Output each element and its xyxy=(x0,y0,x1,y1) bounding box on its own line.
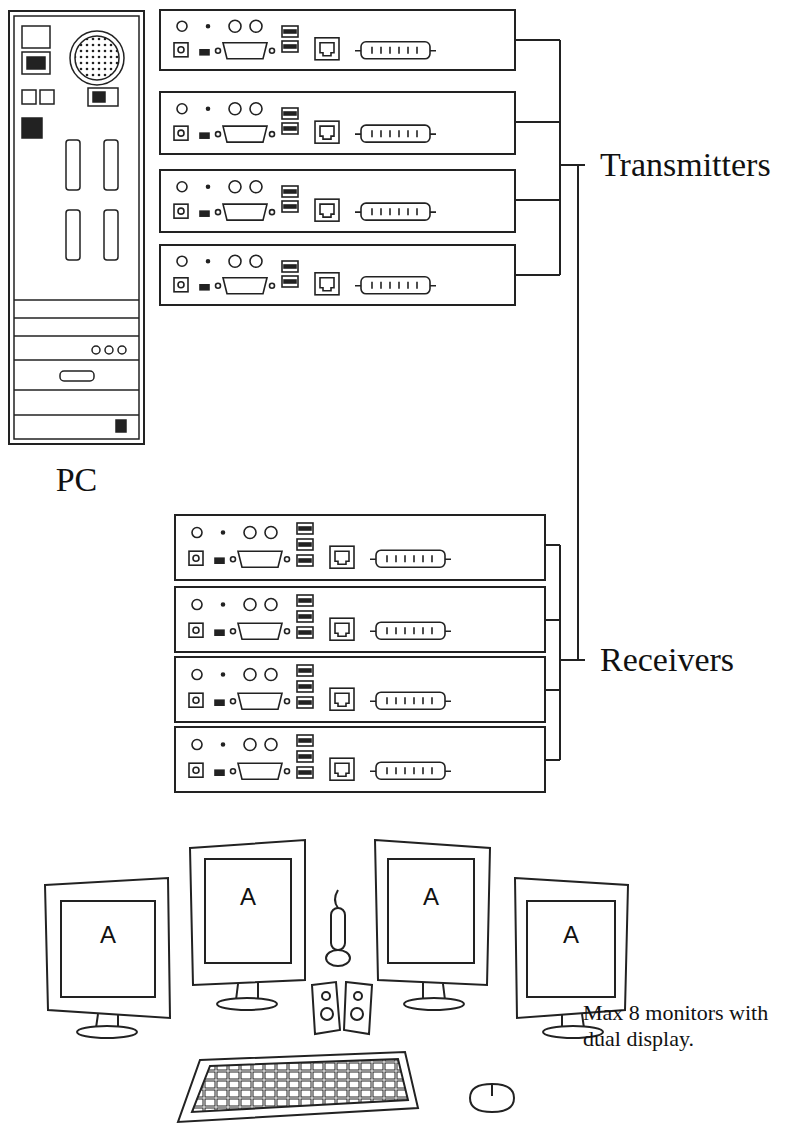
receiver-unit xyxy=(175,657,545,722)
monitor-screen: A xyxy=(526,900,616,998)
transmitter-unit xyxy=(160,10,515,70)
screen-letter: A xyxy=(423,883,439,911)
transmitter-unit xyxy=(160,170,515,232)
bracket-lines xyxy=(515,40,585,760)
monitors xyxy=(45,840,628,1122)
screen-letter: A xyxy=(100,921,116,949)
transmitter-unit xyxy=(160,245,515,305)
monitor-screen: A xyxy=(387,858,475,964)
receiver-unit xyxy=(175,515,545,580)
pc-tower-node: PC xyxy=(8,10,145,445)
screen-letter: A xyxy=(240,883,256,911)
receiver-unit xyxy=(175,727,545,792)
receiver-unit xyxy=(175,587,545,652)
pc-tower xyxy=(14,16,139,439)
extender-units xyxy=(160,10,545,792)
transmitter-unit xyxy=(160,92,515,154)
monitor-screen: A xyxy=(60,900,156,998)
monitor-screen: A xyxy=(204,858,292,964)
screen-letter: A xyxy=(563,921,579,949)
device-label: PC xyxy=(56,461,98,499)
group-label: Receivers xyxy=(600,641,734,679)
note-text: Max 8 monitors with dual display. xyxy=(583,1000,793,1053)
group-label: Transmitters xyxy=(600,146,771,184)
